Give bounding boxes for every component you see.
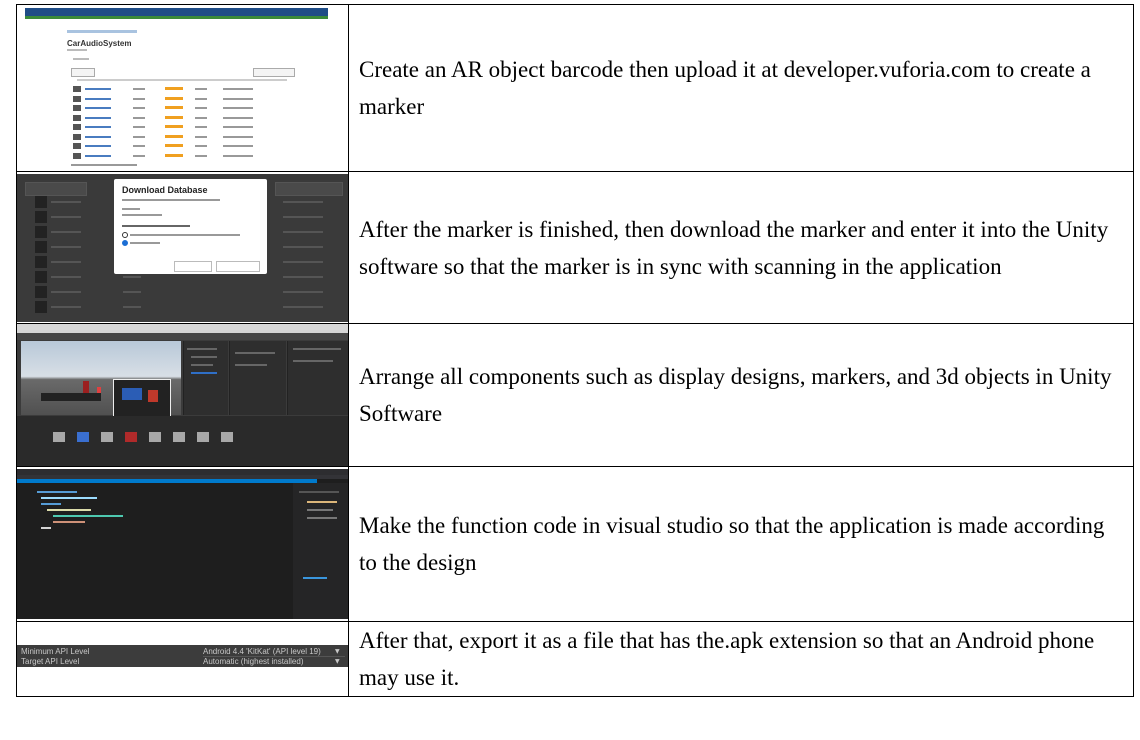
thumbnail-row — [73, 124, 281, 130]
step-description: Make the function code in visual studio … — [348, 466, 1134, 622]
thumbnail-row — [23, 270, 341, 283]
thumbnail-row — [73, 114, 281, 121]
step-image-cell — [16, 323, 349, 467]
dialog-title: Download Database — [122, 184, 208, 195]
thumbnail-row — [73, 143, 281, 149]
thumbnail-row — [23, 300, 341, 313]
step-image-cell — [16, 466, 349, 622]
target-db-title: CarAudioSystem — [67, 39, 132, 48]
thumbnail-row — [73, 105, 281, 111]
minimum-api-value: Android 4.4 'KitKat' (API level 19) — [203, 647, 321, 656]
vuforia-screenshot: CarAudioSystem — [17, 6, 348, 170]
thumbnail-row — [73, 86, 281, 92]
thumbnail-row — [73, 133, 281, 140]
step-description: Create an AR object barcode then upload … — [348, 4, 1134, 172]
thumbnail-row — [73, 152, 281, 159]
minimum-api-label: Minimum API Level — [21, 647, 90, 656]
target-api-label: Target API Level — [21, 657, 80, 666]
unity-editor-screenshot — [17, 324, 348, 466]
target-api-value: Automatic (highest installed) — [203, 657, 304, 666]
step-image-cell: CarAudioSystem — [16, 4, 349, 172]
step-description: Arrange all components such as display d… — [348, 323, 1134, 467]
visual-studio-screenshot — [17, 469, 348, 619]
table-row: Make the function code in visual studio … — [16, 466, 1134, 622]
table-row: Minimum API Level Android 4.4 'KitKat' (… — [16, 621, 1134, 697]
download-database-screenshot: Download Database — [17, 173, 348, 322]
thumbnail-row — [73, 95, 281, 102]
table-row: Download Database After the marker is fi… — [16, 171, 1134, 324]
thumbnail-row — [23, 285, 341, 298]
download-database-dialog: Download Database — [114, 178, 267, 274]
step-image-cell: Minimum API Level Android 4.4 'KitKat' (… — [16, 621, 349, 697]
step-description: After that, export it as a file that has… — [348, 621, 1134, 697]
step-description: After the marker is finished, then downl… — [348, 171, 1134, 324]
steps-table: CarAudioSystem Create an AR object barco… — [16, 4, 1134, 697]
api-level-settings-screenshot: Minimum API Level Android 4.4 'KitKat' (… — [17, 635, 348, 683]
dropdown-arrow-icon: ▼ — [335, 648, 340, 655]
table-row: Arrange all components such as display d… — [16, 323, 1134, 467]
step-image-cell: Download Database — [16, 171, 349, 324]
table-row: CarAudioSystem Create an AR object barco… — [16, 4, 1134, 172]
dropdown-arrow-icon: ▼ — [335, 658, 340, 665]
